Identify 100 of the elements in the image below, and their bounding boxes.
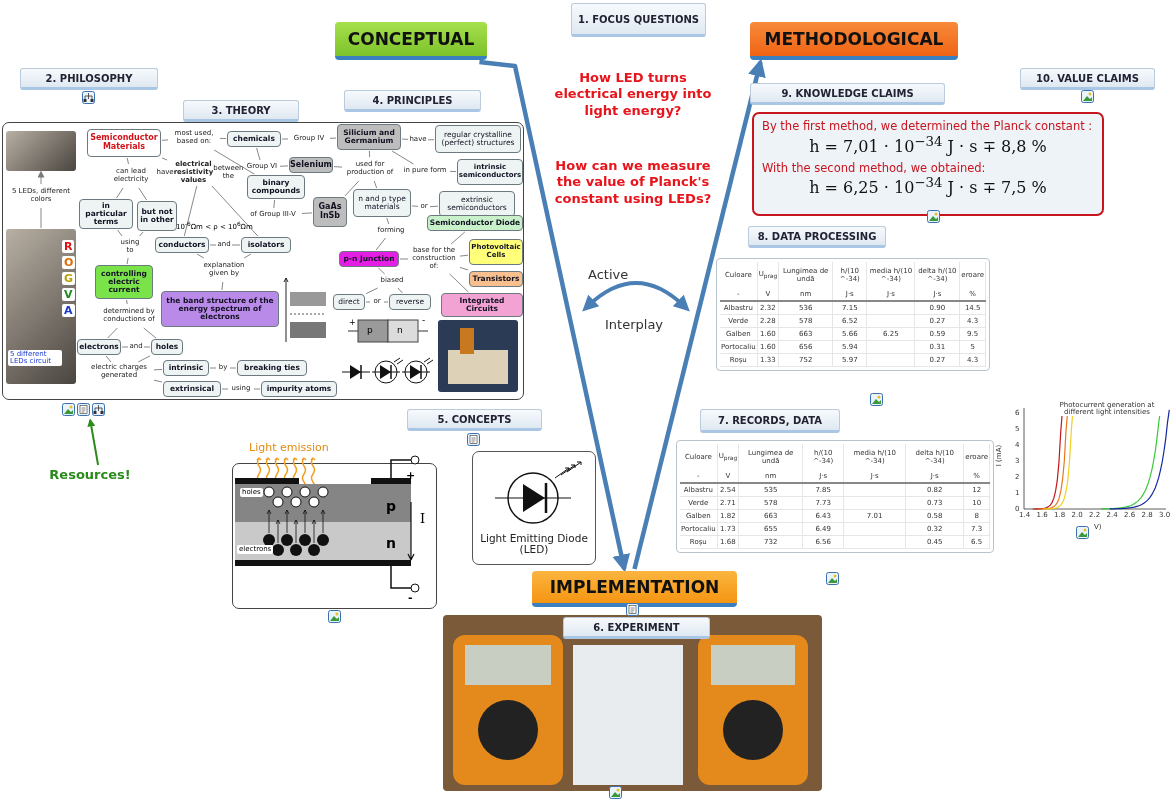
arrow: [632, 58, 766, 570]
tab-box: 9. KNOWLEDGE CLAIMS: [750, 83, 945, 105]
connector-line: [397, 287, 403, 294]
emission-text: Light emission: [249, 442, 329, 453]
photo: [6, 131, 76, 171]
claims-box: [752, 112, 1104, 216]
connector-line: [161, 139, 169, 141]
interplay-text: Interplay: [605, 318, 664, 331]
connector-line: [427, 139, 435, 141]
connector-line: [377, 267, 386, 275]
question-text: How LED turns electrical energy into light energy?: [553, 70, 713, 119]
connector-line: [153, 368, 163, 371]
tab-box: 1. FOCUS QUESTIONS: [571, 3, 706, 37]
terminal-sign: -: [408, 592, 413, 603]
current-symbol: I: [420, 512, 426, 525]
connector-line: [281, 138, 289, 140]
region-letter: p: [386, 499, 397, 513]
connector-line: [211, 185, 259, 237]
tab-box: 7. RECORDS, DATA: [700, 409, 840, 433]
connector-line: [209, 244, 217, 246]
tab-box: 4. PRINCIPLES: [344, 90, 481, 112]
connector-line: [40, 207, 42, 229]
color-letter: G: [62, 272, 76, 285]
color-letter: V: [62, 288, 75, 301]
connector-line: [301, 212, 313, 214]
connector-line: [143, 346, 151, 348]
connector-line: [221, 281, 224, 291]
connector-line: [137, 355, 151, 363]
connector-line: [386, 217, 390, 225]
caption-text: Light Emitting Diode (LED): [479, 532, 589, 556]
formula-text: h = 6,25 · 10$^{−34}$ J · s ∓ 7,5 %: [808, 176, 1048, 198]
connector-line: [243, 253, 252, 259]
connector-line: [139, 231, 144, 237]
photo: [6, 229, 76, 384]
connector-line: [126, 157, 129, 165]
resources-text: Resources!: [40, 466, 140, 484]
terminal-sign: -: [422, 316, 426, 325]
connector-line: [459, 254, 469, 257]
connector-line: [117, 229, 123, 237]
connector-line: [105, 355, 112, 363]
connector-line: [209, 367, 217, 369]
connector-line: [273, 199, 276, 209]
connector-line: [153, 379, 163, 383]
tab-box: 5. CONCEPTS: [407, 409, 542, 431]
region-letter: n: [386, 536, 396, 550]
region-letter: n: [397, 326, 403, 335]
connector-line: [449, 170, 457, 172]
connector-line: [450, 231, 466, 245]
question-text: How can we measure the value of Planck's constant using LEDs?: [553, 158, 713, 207]
connector-line: [183, 185, 198, 237]
connector-line: [213, 149, 255, 175]
tab-box: 3. THEORY: [183, 100, 299, 122]
connector-line: [365, 287, 379, 295]
color-letter: R: [62, 240, 75, 253]
connector-line: [116, 187, 124, 199]
concept-box: Semiconductor Materials: [87, 129, 161, 157]
category-tab: CONCEPTUAL: [335, 22, 487, 60]
connector-line: [231, 244, 241, 246]
connector-line: [126, 299, 128, 305]
connector-line: [411, 205, 419, 207]
connector-line: [399, 258, 409, 260]
region-letter: p: [367, 326, 373, 335]
arrow: [87, 418, 100, 466]
connector-line: [401, 138, 409, 140]
tab-box: 8. DATA PROCESSING: [748, 226, 886, 248]
claim-text: By the first method, we determined the Planck constant :: [762, 120, 1094, 133]
connector-line: [375, 237, 386, 251]
connector-line: [344, 180, 360, 197]
concept-box: GaAs InSb: [313, 197, 347, 227]
connector-line: [429, 205, 439, 208]
color-letter: A: [62, 304, 75, 317]
connector-line: [229, 367, 237, 369]
connector-line: [143, 327, 157, 339]
connector-line: [196, 253, 205, 259]
connector-line: [391, 150, 414, 165]
category-tab: METHODOLOGICAL: [750, 22, 958, 60]
category-tab: IMPLEMENTATION: [532, 571, 737, 607]
connector-line: [329, 137, 337, 139]
connector-line: [279, 165, 289, 167]
connector-line: [121, 346, 129, 348]
terminal-sign: +: [349, 319, 356, 327]
connector-line: [138, 187, 148, 201]
connector-line: [365, 301, 371, 303]
connector-line: [161, 157, 168, 161]
connector-line: [383, 301, 389, 303]
tab-box: 6. EXPERIMENT: [563, 617, 710, 639]
arrow: [479, 59, 631, 573]
connector-line: [126, 257, 129, 265]
connector-line: [449, 273, 469, 293]
connector-line: [368, 150, 371, 158]
connector-line: [373, 180, 378, 189]
connector-line: [221, 388, 229, 390]
connector-line: [253, 388, 261, 390]
formula-text: h = 7,01 · 10$^{−34}$ J · s ∓ 8,8 %: [808, 134, 1048, 156]
connector-line: [256, 147, 261, 161]
connector-line: [219, 137, 227, 139]
terminal-sign: +: [406, 470, 416, 481]
tab-box: 2. PHILOSOPHY: [20, 68, 158, 90]
connector-line: [107, 327, 118, 339]
claim-text: With the second method, we obtained:: [762, 161, 987, 175]
